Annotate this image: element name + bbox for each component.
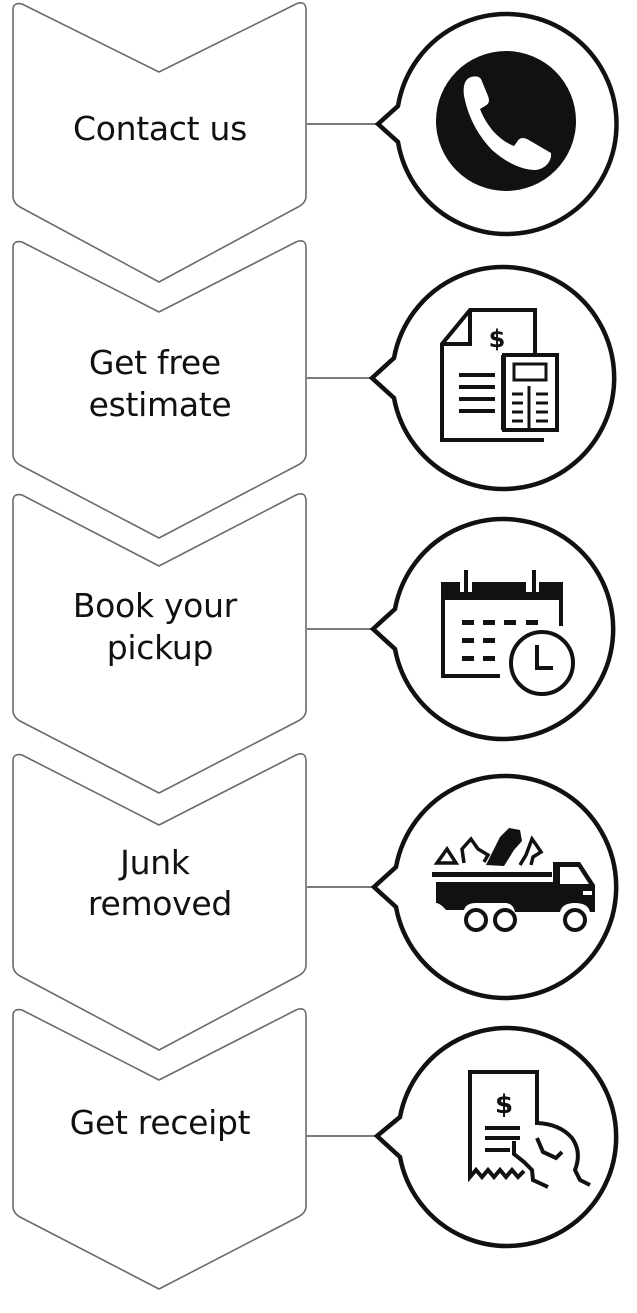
invoice-calculator-icon: $	[440, 308, 559, 442]
icon-bubble	[368, 264, 617, 492]
step-label-line: Contact us	[73, 109, 247, 148]
step-label: Get free estimate	[89, 343, 232, 424]
phone-icon	[436, 51, 576, 191]
chevron-shape	[12, 493, 307, 794]
step-3: Book your pickup	[12, 493, 616, 794]
calendar-clock-icon	[441, 570, 575, 696]
step-label-line: Book your	[73, 586, 238, 625]
dump-truck-icon	[432, 828, 595, 932]
step-5: Get receipt $	[12, 1008, 619, 1290]
step-2: Get free estimate $	[12, 240, 617, 539]
step-label-line: removed	[88, 884, 232, 923]
icon-bubble	[369, 516, 616, 742]
step-label: Junk removed	[88, 843, 232, 923]
step-label: Get receipt	[70, 1103, 251, 1142]
step-1: Contact us	[12, 2, 619, 283]
step-label-line: pickup	[107, 628, 213, 667]
chevron-shape	[12, 240, 307, 539]
chevron-shape	[12, 2, 307, 283]
step-label-line: Get free	[89, 343, 221, 382]
step-label: Contact us	[73, 109, 247, 148]
chevron-shape	[12, 753, 307, 1051]
step-label-line: Junk	[118, 843, 191, 882]
step-label-line: estimate	[89, 385, 232, 424]
step-label-line: Get receipt	[70, 1103, 251, 1142]
chevron-shape	[12, 1008, 307, 1290]
step-label: Book your pickup	[73, 586, 247, 667]
svg-text:$: $	[495, 1090, 513, 1120]
step-4: Junk removed	[12, 753, 619, 1051]
svg-text:$: $	[489, 325, 506, 353]
receipt-hand-icon: $	[468, 1070, 591, 1189]
